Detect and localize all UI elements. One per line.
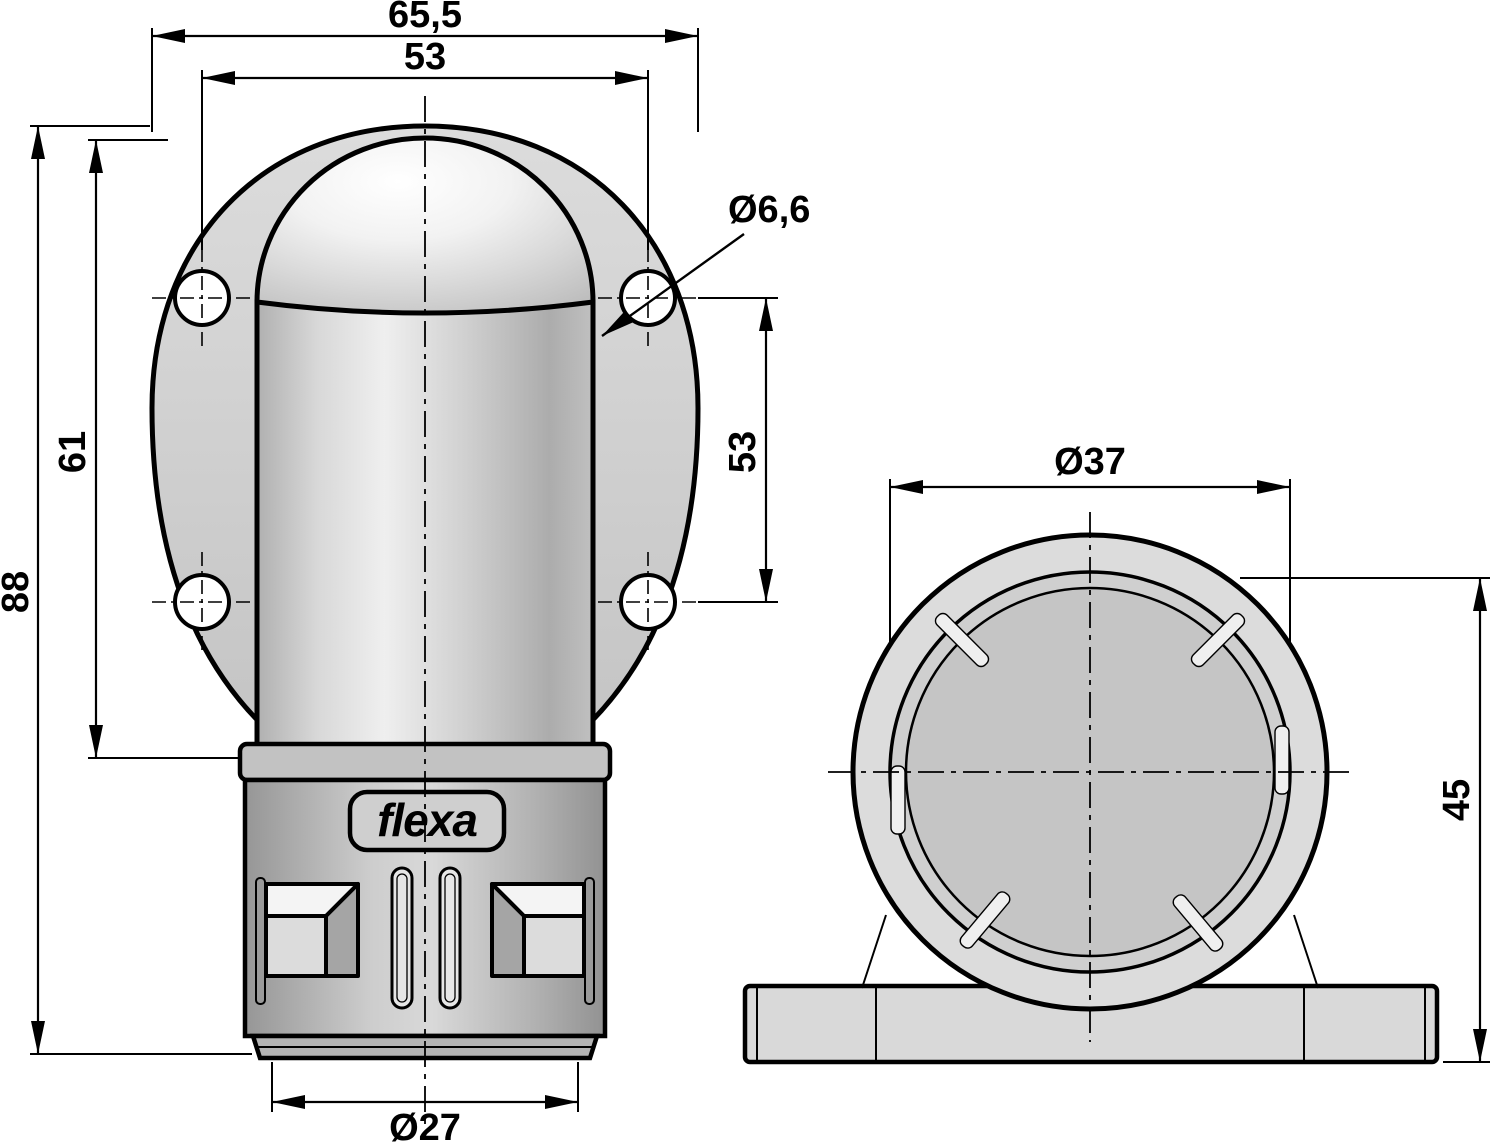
latch-left [264,882,360,978]
latch-right [490,882,586,978]
dim-label-overall-width: 65,5 [388,0,462,36]
gland-slot-right [438,866,462,1010]
dim-label-flange-height: 61 [52,431,94,473]
gland-slot-right-inner [444,873,456,1003]
tooth [1172,894,1224,952]
dim-label-hole-diameter: Ø6,6 [728,189,810,231]
gland-slot-left [390,866,414,1010]
pedestal-side-right [1293,914,1319,989]
dim-overall-height: 88 [0,125,252,1055]
latch-left-front-face [264,914,328,978]
tooth [1190,612,1246,668]
leader-line [601,233,745,337]
dim-label-center-height: 45 [1436,779,1478,821]
dim-overall-width: 65,5 [151,0,699,132]
flexa-logo-text: flexa [377,794,477,846]
dim-label-bore-diameter: Ø37 [1054,441,1126,483]
dim-bore-diameter: Ø37 [889,441,1291,642]
latch-right-front-face [522,914,586,978]
front-view: flexa [0,0,810,1143]
gland-groove-right [584,877,595,1005]
locking-teeth [890,612,1290,952]
tooth [959,891,1011,949]
dim-label-overall-height: 88 [0,571,37,613]
dim-hole-spacing-v: 53 [698,297,778,603]
callout-hole-diameter: Ø6,6 [601,189,810,337]
dim-flange-height: 61 [52,139,238,759]
tooth [934,612,990,668]
dim-label-hole-spacing-h: 53 [404,36,446,78]
pedestal-side-left [861,914,887,989]
dim-label-hole-spacing-v: 53 [722,431,764,473]
gland-groove-left [255,877,266,1005]
tooth [890,765,906,835]
dim-center-height: 45 [1240,577,1490,1063]
gland-slot-left-inner [396,873,408,1003]
flexa-logo-border [347,789,507,853]
dim-hole-spacing-h: 53 [201,36,649,250]
flexa-logo: flexa [347,789,507,853]
dim-label-outlet-diameter: Ø27 [389,1107,461,1143]
dim-outlet-diameter: Ø27 [271,1062,579,1143]
tooth [1274,725,1290,795]
side-view: Ø37 45 [742,441,1490,1065]
